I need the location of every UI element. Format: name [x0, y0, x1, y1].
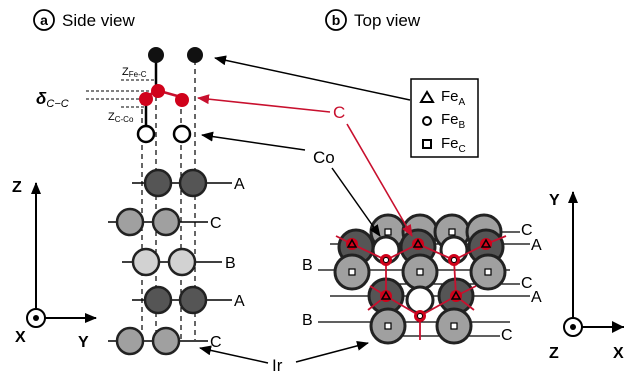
- layer-label: B: [225, 255, 236, 272]
- row-label-right: C: [521, 222, 533, 239]
- row-label-right: C: [521, 275, 533, 292]
- cobalt-atom: [172, 124, 192, 144]
- fe-pointer-arrow: [214, 55, 411, 101]
- layer-row-A2: A: [132, 285, 245, 315]
- axis-out-dot: [570, 324, 576, 330]
- triangle-icon: [450, 290, 462, 300]
- circle-icon: [417, 313, 423, 319]
- delta-label: δC−C: [36, 89, 69, 110]
- row-label-left: B: [302, 312, 313, 329]
- z-fe-c-label: ZFe-C: [122, 66, 147, 79]
- axis-label-x: X: [15, 329, 26, 346]
- axis-label-z: Z: [549, 345, 559, 362]
- carbon-pointer-arrow: [346, 123, 413, 237]
- layer-row-C2: C: [108, 326, 222, 356]
- panel-a-header: a Side view: [33, 9, 135, 31]
- fe-b-sites: [380, 254, 460, 322]
- layer-row-A: A: [132, 168, 245, 198]
- axes-right: Y X Z: [549, 191, 624, 362]
- ir-atom: [178, 285, 208, 315]
- triangle-icon: [346, 238, 358, 248]
- fe-atom: [187, 47, 203, 63]
- circle-icon: [451, 257, 457, 263]
- axis-arrow-x-head: [612, 321, 624, 333]
- layer-label: C: [210, 215, 222, 232]
- circle-icon: [422, 116, 432, 126]
- square-icon: [384, 228, 392, 236]
- ir-atom: [115, 326, 145, 356]
- cobalt-pointer-arrow: [201, 131, 306, 151]
- ir-atom: [131, 247, 161, 277]
- panel-a-title: Side view: [62, 11, 135, 30]
- fe-a-sites: [346, 238, 492, 302]
- square-icon: [416, 268, 424, 276]
- cobalt-label: Co: [313, 148, 335, 167]
- iridium-pointer-arrow: [295, 340, 369, 363]
- ir-atom: [115, 207, 145, 237]
- axis-label-x: X: [613, 345, 624, 362]
- carbon-atom: [139, 92, 153, 106]
- carbon-pointer-arrow: [197, 94, 331, 113]
- square-icon: [448, 228, 456, 236]
- ir-atom: [167, 247, 197, 277]
- panel-a-badge: [33, 9, 55, 31]
- row-label-right: A: [531, 289, 542, 306]
- panel-b-badge-letter: b: [332, 12, 341, 28]
- z-c-co-label: ZC-Co: [108, 111, 134, 124]
- panel-b-header: b Top view: [325, 9, 421, 31]
- axis-label-z: Z: [12, 179, 22, 196]
- annotations: C Co Ir: [197, 55, 413, 371]
- cobalt-atom: [405, 285, 435, 315]
- triangle-icon: [412, 238, 424, 248]
- top-view: B B C A C A C: [302, 213, 542, 345]
- row-label-left: B: [302, 257, 313, 274]
- ir-atom: [143, 168, 173, 198]
- panel-a-badge-letter: a: [40, 12, 48, 28]
- ir-atom: [151, 207, 181, 237]
- layer-row-B: B: [122, 247, 236, 277]
- iridium-label: Ir: [272, 356, 283, 371]
- legend-label-fe-c: FeC: [441, 135, 466, 155]
- panel-b-badge: [325, 9, 347, 31]
- square-icon: [384, 322, 392, 330]
- ir-atom: [143, 285, 173, 315]
- axis-label-y: Y: [78, 334, 89, 351]
- carbon-atom: [151, 84, 165, 98]
- square-icon: [348, 268, 356, 276]
- triangle-icon: [419, 90, 435, 103]
- axis-out-dot: [33, 315, 39, 321]
- ir-atom: [151, 326, 181, 356]
- ir-atom: [178, 168, 208, 198]
- side-view: ZFe-C ZC-Co δC−C A C B: [36, 47, 245, 356]
- row-label-right: A: [531, 237, 542, 254]
- carbon-label: C: [333, 103, 345, 122]
- triangle-icon: [480, 238, 492, 248]
- layer-row-C: C: [108, 207, 222, 237]
- triangle-icon: [380, 290, 392, 300]
- carbon-atom: [175, 93, 189, 107]
- layer-label: A: [234, 293, 245, 310]
- fe-atom: [148, 47, 164, 63]
- axis-label-y: Y: [549, 192, 560, 209]
- square-icon: [484, 268, 492, 276]
- square-icon: [422, 139, 432, 149]
- cobalt-atom: [136, 124, 156, 144]
- row-label-right: C: [501, 327, 513, 344]
- cobalt-pointer-arrow: [331, 167, 381, 237]
- layer-label: C: [210, 334, 222, 351]
- circle-icon: [383, 257, 389, 263]
- panel-b-title: Top view: [354, 11, 421, 30]
- legend: FeA FeB FeC: [410, 78, 479, 158]
- axes-left: Z Y X: [12, 179, 97, 351]
- square-icon: [450, 322, 458, 330]
- iridium-pointer-arrow: [199, 345, 269, 364]
- legend-label-fe-b: FeB: [441, 111, 466, 131]
- layer-label: A: [234, 176, 245, 193]
- legend-label-fe-a: FeA: [441, 88, 466, 108]
- fe-c-sites: [348, 228, 492, 330]
